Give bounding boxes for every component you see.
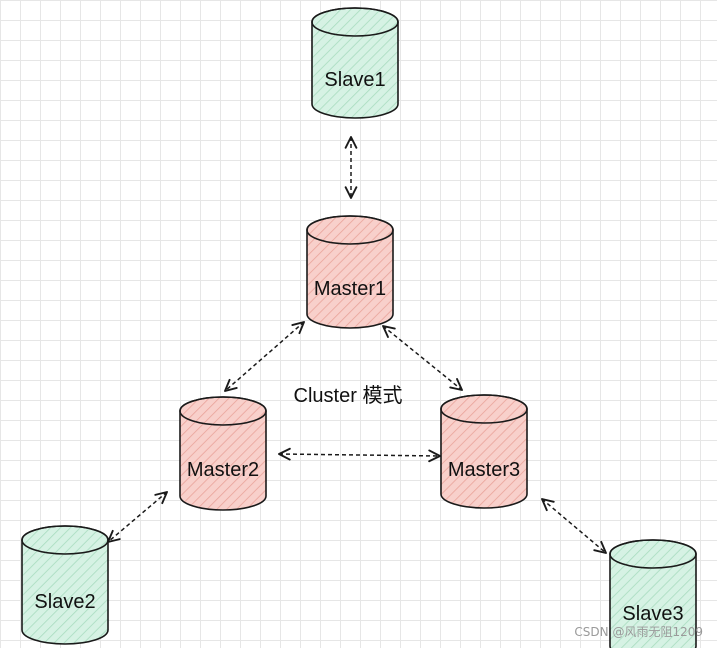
node-label-master2: Master2 [187, 459, 259, 481]
connectors [107, 136, 607, 554]
diagram-title: Cluster 模式 [294, 384, 403, 407]
node-master2: Master2 [179, 396, 267, 511]
connector-master2-master3 [278, 447, 441, 463]
connector-master1-master3 [382, 325, 463, 391]
node-label-slave1: Slave1 [324, 69, 385, 91]
node-master3: Master3 [440, 394, 528, 509]
node-slave1: Slave1 [311, 7, 399, 119]
node-label-slave2: Slave2 [34, 591, 95, 613]
node-label-master1: Master1 [314, 278, 386, 300]
node-label-slave3: Slave3 [622, 603, 683, 625]
connector-master1-master2 [224, 321, 305, 392]
node-master1: Master1 [306, 215, 394, 329]
node-label-master3: Master3 [448, 459, 520, 481]
node-slave2: Slave2 [21, 525, 109, 645]
watermark: CSDN @风雨无阻1209 [574, 625, 703, 639]
connector-master3-slave3 [541, 498, 607, 554]
connector-master2-slave2 [107, 491, 168, 543]
node-slave3: Slave3 [609, 539, 697, 648]
